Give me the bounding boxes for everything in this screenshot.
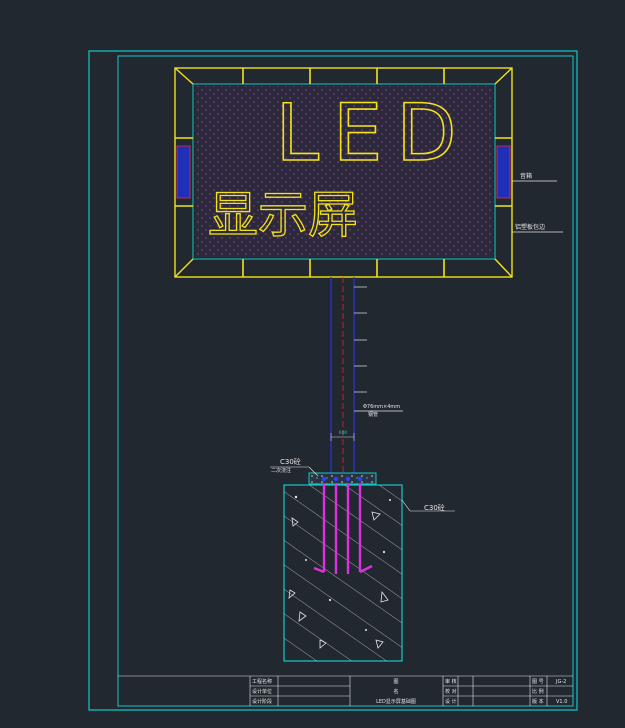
- pole-label: Φ76mm×4mm: [363, 404, 400, 410]
- tb-r2-c4: 校 对: [445, 688, 457, 695]
- tb-r2-c1: 设计单位: [252, 688, 272, 695]
- callout-edging: 铝塑板包边: [512, 223, 563, 233]
- tb-r3-c4: 设 计: [445, 698, 457, 705]
- base-plate-label: C30砼: [280, 457, 301, 466]
- title-block-text: 工程名称 设计单位 设计阶段 图 名 LED显示屏基础图 审 核 校 对 设 计…: [252, 678, 567, 705]
- speaker-right: [496, 145, 511, 199]
- tb-r1-c3: 图: [393, 679, 398, 685]
- callout-speaker: 音箱: [512, 172, 557, 182]
- callout-speaker-text: 音箱: [520, 172, 532, 180]
- inner-frame: [117, 55, 574, 707]
- base-plate: C30砼 二次浇注: [270, 457, 377, 485]
- footing-label: C30砼: [424, 503, 445, 512]
- base-plate-sub: 二次浇注: [271, 467, 291, 474]
- led-screen-dots: [195, 86, 493, 257]
- pole-dimension: 600: [339, 430, 348, 436]
- sign-outer-frame: [174, 67, 513, 278]
- callout-edging-text: 铝塑板包边: [515, 223, 545, 231]
- tb-r1-c7: JG-2: [555, 679, 566, 685]
- sign-cyan-border: [192, 83, 496, 260]
- concrete-footing: C30砼: [283, 484, 455, 662]
- tb-r3-c1: 设计阶段: [252, 698, 272, 705]
- tb-r1-c6: 图 号: [532, 679, 544, 685]
- speaker-left: [176, 145, 191, 199]
- sign-subtitle-text: 显示屏: [208, 186, 358, 244]
- tb-r3-c3: LED显示屏基础图: [376, 698, 416, 705]
- outer-frame: [88, 50, 578, 711]
- support-pole: Φ76mm×4mm 钢管 600: [330, 277, 403, 474]
- sign-led-text: LED: [276, 89, 471, 179]
- tb-r1-c1: 工程名称: [252, 678, 272, 685]
- tb-r2-c6: 比 例: [532, 688, 544, 695]
- led-sign: LED 显示屏: [174, 67, 513, 278]
- tb-r3-c6: 版 本: [532, 698, 544, 705]
- tb-r2-c3: 名: [393, 688, 398, 695]
- tb-r1-c4: 审 核: [445, 678, 457, 685]
- title-block: [118, 675, 573, 706]
- tb-r3-c7: V1.0: [556, 699, 567, 705]
- pole-sub-label: 钢管: [368, 411, 378, 418]
